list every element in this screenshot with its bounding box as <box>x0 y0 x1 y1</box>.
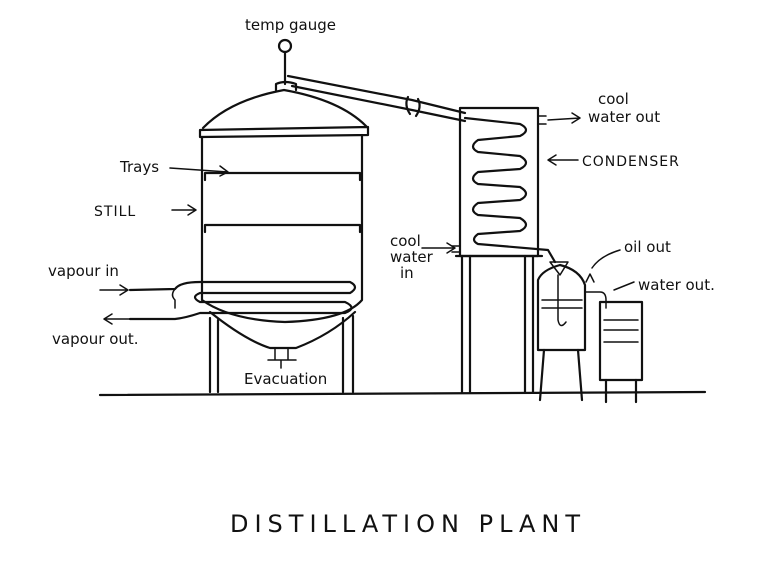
label-cool-water-in-line1: cool <box>390 232 421 250</box>
label-oil-out: oil out <box>624 238 671 256</box>
label-water-out: water out. <box>638 276 715 294</box>
still-rim <box>198 125 370 139</box>
arrows <box>99 112 635 325</box>
diagram-title: DISTILLATION PLANT <box>230 510 586 538</box>
ground-line <box>98 390 707 397</box>
label-vapour-in: vapour in <box>48 262 119 280</box>
arrow-still <box>171 204 197 216</box>
evacuation-valve <box>267 347 297 369</box>
funnel <box>549 261 569 276</box>
label-cool-water-out-line2: water out <box>588 108 660 126</box>
arrow-cool-water-in <box>421 242 456 254</box>
separator-legs <box>538 348 584 402</box>
oil-out-spout <box>585 273 595 283</box>
still-vessel <box>128 80 370 394</box>
separator <box>536 261 607 402</box>
label-evacuation: Evacuation <box>244 370 327 388</box>
arrow-cool-water-out <box>547 112 581 124</box>
tray-upper <box>203 171 362 182</box>
separator-vessel <box>536 263 587 352</box>
label-temp-gauge: temp gauge <box>245 16 336 34</box>
water-out-pipe <box>584 291 607 309</box>
separator-tube <box>557 274 567 327</box>
condenser-coil <box>463 116 557 264</box>
condenser-leg-left <box>460 254 472 394</box>
arrow-condenser <box>547 154 579 166</box>
heating-coil <box>128 280 357 321</box>
still-cone <box>208 310 357 350</box>
receiving-tank <box>598 300 644 404</box>
label-trays: Trays <box>119 158 159 176</box>
still-leg-right <box>341 314 355 394</box>
condenser-out-spout <box>537 115 547 125</box>
still-dome <box>201 88 368 130</box>
receiving-tank-body <box>598 300 644 382</box>
label-cool-water-in-line3: in <box>400 264 414 282</box>
label-still: STILL <box>94 204 136 220</box>
temp-gauge <box>277 38 293 86</box>
arrow-vapour-in <box>99 284 129 296</box>
label-cool-water-in-line2: water <box>390 248 434 266</box>
arrow-oil-out <box>591 249 621 269</box>
label-cool-water-out-line1: cool <box>598 90 629 108</box>
condenser-in-spout <box>451 245 461 253</box>
tray-lower <box>203 223 362 234</box>
separator-water <box>541 299 583 309</box>
receiving-tank-legs <box>604 378 638 404</box>
arrow-trays <box>169 165 229 177</box>
coil-inlet-bend <box>171 288 176 309</box>
arrow-vapour-out <box>103 313 131 325</box>
receiving-tank-water <box>603 319 639 343</box>
label-condenser: CONDENSER <box>582 154 680 170</box>
arrow-water-out <box>613 281 635 291</box>
temp-gauge-dial <box>277 38 293 54</box>
label-vapour-out: vapour out. <box>52 330 139 348</box>
pipe-coupling <box>405 95 421 118</box>
still-leg-left <box>208 316 220 394</box>
vapour-pipe <box>286 74 467 123</box>
condenser-leg-right <box>523 254 535 394</box>
condenser <box>451 106 557 394</box>
